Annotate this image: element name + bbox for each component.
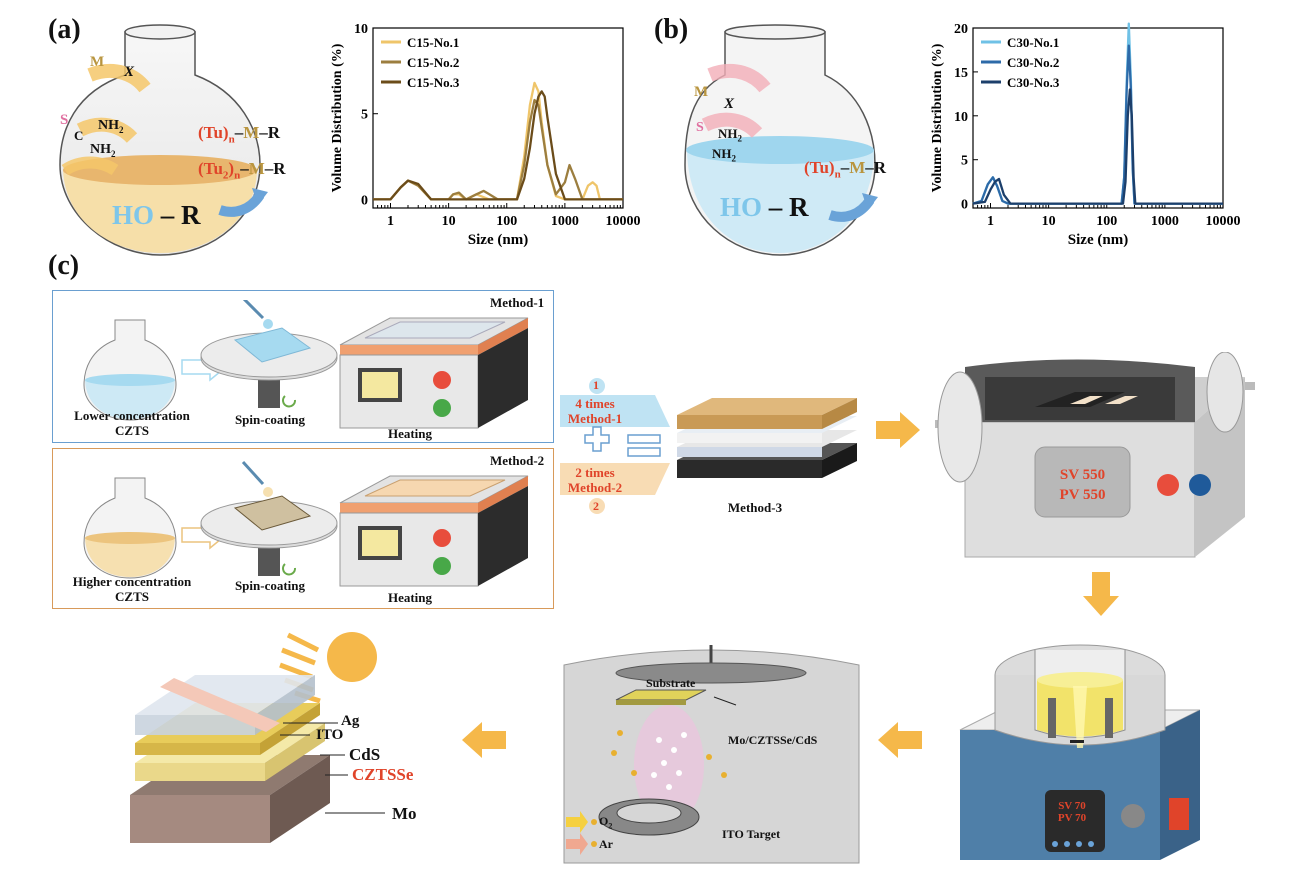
chart-a-xtick-label: 100 <box>496 214 517 229</box>
chart-a-ylabel: Volume Distribution (%) <box>330 43 345 192</box>
combo-n2: 2 <box>593 499 599 513</box>
chart-b-ytick-label: 20 <box>954 22 968 37</box>
method-3-label: Method-3 <box>727 500 783 515</box>
chart-a-legend-label-3: C15-No.3 <box>407 75 460 90</box>
flask-b-nh2-1: NH2 <box>718 126 742 144</box>
flask-a-x: X <box>124 64 135 80</box>
flask-a-c: C <box>74 128 84 143</box>
method-3-stack <box>677 398 857 478</box>
chart-a-legend-label-2: C15-No.2 <box>407 55 459 70</box>
method-1-box <box>52 290 554 443</box>
chart-a-xtick-label: 10 <box>442 214 456 229</box>
chart-b-legend-label-2: C30-No.2 <box>1007 55 1059 70</box>
chart-b-xtick-label: 1000 <box>1151 214 1179 229</box>
chart-b-legend-label-3: C30-No.3 <box>1007 75 1060 90</box>
chart-a-series-2-line <box>373 98 623 201</box>
arrow-left-2 <box>462 722 506 758</box>
chart-b-xlabel: Size (nm) <box>1068 232 1128 248</box>
chart-b-series-1-line <box>972 22 1223 205</box>
chart-a-xtick-label: 10000 <box>606 214 641 229</box>
chart-a-legend-label-1: C15-No.1 <box>407 35 459 50</box>
chart-b-ytick-label: 0 <box>961 198 968 213</box>
device-layer-czts: CZTSSe <box>352 765 414 784</box>
method-2-title: Method-2 <box>490 453 545 468</box>
flask-a-s: S <box>60 112 69 128</box>
chart-b-xtick-label: 100 <box>1096 214 1117 229</box>
chart-a-ytick-label: 10 <box>354 22 368 37</box>
sputter-target-label: ITO Target <box>722 827 781 841</box>
chart-b-ytick-label: 10 <box>954 110 968 125</box>
chart-b-ytick-label: 5 <box>961 154 968 169</box>
chemical-bath <box>959 644 1200 860</box>
arrow-right-1 <box>876 412 920 448</box>
flask-b-diagram <box>684 24 878 256</box>
chart-b-xtick-label: 10000 <box>1206 214 1241 229</box>
flask-b-x: X <box>724 96 735 112</box>
method-2-illustration <box>83 460 529 587</box>
flask-b-product: (Tu)n–M–R <box>804 158 887 181</box>
sputter-substrate-label: Substrate <box>646 676 696 690</box>
panel-label-c: (c) <box>48 250 80 281</box>
chart-a-xtick-label: 1 <box>387 214 394 229</box>
method-1-title: Method-1 <box>490 295 545 310</box>
chart-b-ytick-label: 15 <box>954 66 968 81</box>
flask-a-nh2-2: NH2 <box>90 142 116 159</box>
chart-b-xtick-label: 10 <box>1042 214 1056 229</box>
chart-a-ytick-label: 0 <box>361 193 368 208</box>
combination-diagram <box>560 378 670 514</box>
sputter-o2-label: O2 <box>599 814 613 831</box>
flask-a-product-2: (Tu2)n–M–R <box>198 159 286 182</box>
method-2-heat-label: Heating <box>387 590 433 605</box>
combo-n1: 1 <box>593 378 599 392</box>
chart-b-xtick-label: 1 <box>987 214 994 229</box>
device-layer-ito: ITO <box>316 727 344 743</box>
flask-a-product-1: (Tu)n–M–R <box>198 123 281 146</box>
chart-a-ytick-label: 5 <box>361 108 368 123</box>
solar-device <box>130 632 385 843</box>
sputter-ar-label: Ar <box>599 837 613 851</box>
flask-b-nh2-2: NH2 <box>712 146 736 164</box>
flask-b-ho-r: HO – R <box>720 192 809 222</box>
flask-a-ho-r: HO – R <box>112 200 201 230</box>
device-layer-ag: Ag <box>341 713 360 729</box>
panel-label-b: (b) <box>654 14 689 45</box>
tube-furnace <box>935 352 1255 558</box>
method-1-spin-label: Spin-coating <box>234 412 306 427</box>
chart-b-legend-label-1: C30-No.1 <box>1007 35 1059 50</box>
device-layer-mo: Mo <box>392 804 417 823</box>
chart-b-ylabel: Volume Distribution (%) <box>930 43 945 192</box>
flask-a-m: M <box>90 54 105 70</box>
method-2-spin-label: Spin-coating <box>234 578 306 593</box>
panel-label-a: (a) <box>48 14 81 45</box>
chart-b-series-3-line <box>972 88 1223 205</box>
flask-b-m: M <box>694 84 709 100</box>
flask-a-nh2-1: NH2 <box>98 118 124 135</box>
flask-a-diagram <box>59 24 268 256</box>
chart-a-series-3-line <box>373 90 623 201</box>
sputtering-chamber <box>563 645 860 864</box>
arrow-down-1 <box>1083 572 1119 616</box>
method-2-box <box>52 448 554 609</box>
chart-a-xtick-label: 1000 <box>551 214 579 229</box>
sputter-sample-label: Mo/CZTSSe/CdS <box>728 733 818 747</box>
method-1-heat-label: Heating <box>387 426 433 441</box>
method-1-illustration <box>83 300 529 429</box>
device-layer-cds: CdS <box>349 745 381 764</box>
chart-a-xlabel: Size (nm) <box>468 232 528 248</box>
arrow-left-1 <box>878 722 922 758</box>
flask-b-s: S <box>696 120 704 135</box>
